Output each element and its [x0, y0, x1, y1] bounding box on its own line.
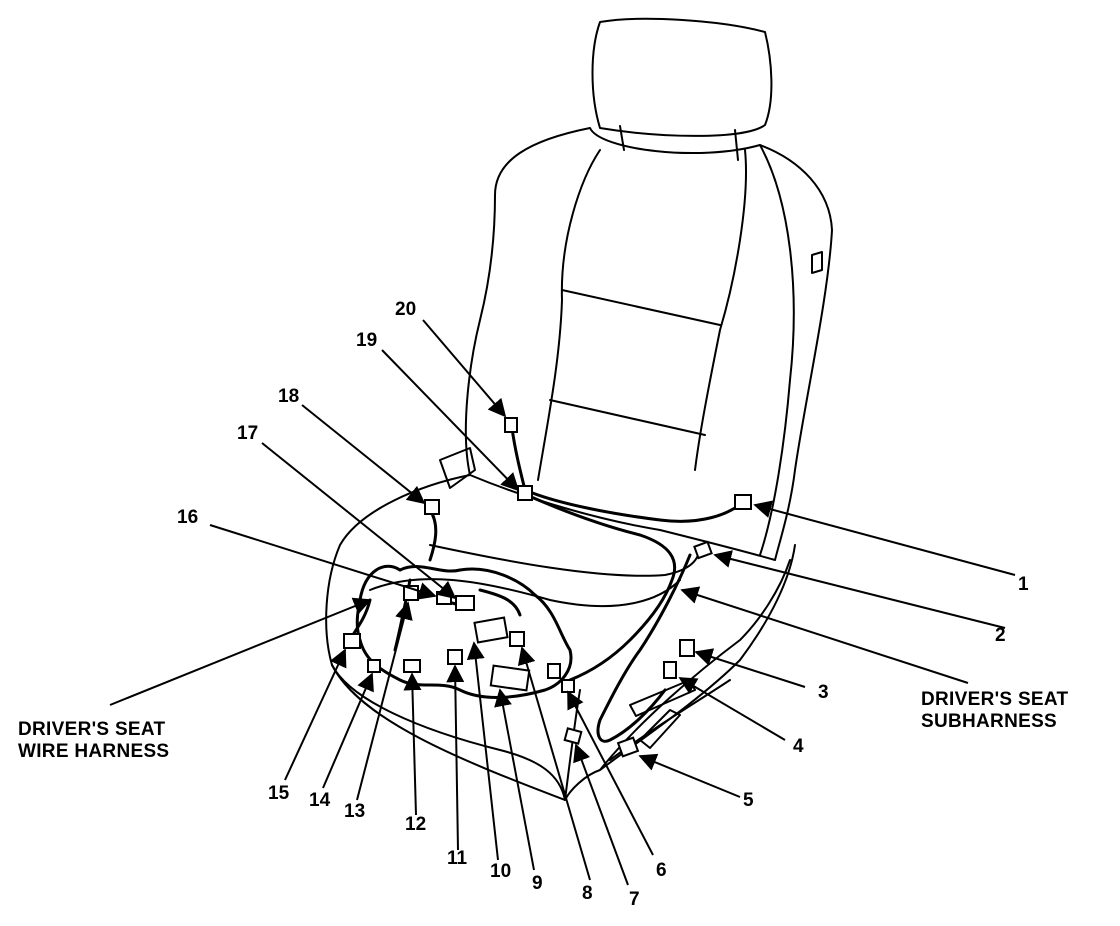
leader-wire-harness — [109, 597, 372, 706]
leader-15 — [284, 648, 347, 781]
leader-6 — [567, 690, 654, 856]
wire-side-lead — [596, 553, 692, 743]
leader-5 — [638, 753, 741, 798]
seat-back-outline — [464, 127, 833, 561]
seat-cushion-bolster — [369, 578, 681, 608]
seat-back-side — [759, 144, 795, 556]
connector-4 — [663, 661, 677, 679]
connector-3 — [679, 639, 695, 657]
connector-10b — [509, 631, 525, 647]
seat-cushion-top — [429, 544, 701, 577]
leader-11 — [446, 664, 465, 851]
seat-cushion-outline — [325, 474, 796, 801]
callout-12: 12 — [405, 814, 427, 835]
connector-18 — [424, 499, 440, 515]
leader-7 — [573, 743, 629, 886]
seat-side-lever — [639, 709, 681, 749]
headrest-post — [619, 125, 739, 161]
leader-14 — [322, 672, 374, 789]
leader-1 — [753, 500, 1016, 576]
connector-11 — [447, 649, 463, 665]
headrest — [591, 17, 773, 137]
subharness-label-line1: DRIVER'S SEAT — [921, 689, 1069, 710]
callout-14: 14 — [309, 790, 331, 811]
connector-8 — [547, 663, 561, 679]
wire-harness-label-line2: WIRE HARNESS — [18, 741, 170, 762]
connector-19 — [517, 485, 533, 501]
connector-5 — [616, 736, 640, 758]
connector-2 — [693, 540, 713, 560]
seat-back-panel — [537, 149, 747, 481]
leader-16 — [209, 524, 437, 600]
callout-13: 13 — [344, 801, 366, 822]
callout-5: 5 — [743, 790, 754, 811]
connector-1 — [734, 494, 752, 510]
leader-4 — [678, 677, 786, 741]
connector-7 — [563, 727, 583, 745]
connector-17 — [455, 595, 475, 611]
callout-15: 15 — [268, 783, 290, 804]
callout-3: 3 — [818, 682, 829, 703]
callout-10: 10 — [490, 861, 512, 882]
callout-16: 16 — [177, 507, 199, 528]
leader-10 — [466, 641, 499, 861]
wire-harness-main — [355, 564, 573, 699]
callout-9: 9 — [532, 873, 543, 894]
callout-8: 8 — [582, 883, 593, 904]
seat-back-seam-2 — [549, 399, 706, 436]
callout-18: 18 — [278, 386, 300, 407]
connector-14 — [367, 659, 381, 673]
callout-19: 19 — [356, 330, 378, 351]
subharness-label: DRIVER'S SEAT SUBHARNESS — [921, 689, 1068, 733]
leader-20 — [422, 319, 507, 418]
leader-9 — [494, 688, 535, 871]
leader-12 — [403, 672, 422, 816]
rear-bracket — [439, 447, 476, 489]
leader-19 — [381, 349, 520, 492]
subharness-label-line2: SUBHARNESS — [921, 711, 1058, 732]
callout-17: 17 — [237, 423, 259, 444]
leader-17 — [261, 442, 457, 600]
connector-12 — [403, 659, 421, 673]
leader-3 — [694, 648, 806, 688]
callout-2: 2 — [995, 625, 1006, 646]
callout-11: 11 — [447, 848, 468, 869]
leader-2 — [713, 550, 1006, 629]
callout-1: 1 — [1018, 574, 1029, 595]
wire-sub-harness — [518, 490, 677, 682]
seat-back-seam-1 — [561, 289, 721, 326]
callout-4: 4 — [793, 736, 804, 757]
wire-18-lead — [428, 508, 438, 562]
callout-20: 20 — [395, 299, 417, 320]
wire-back-lead — [510, 426, 747, 523]
callout-6: 6 — [656, 860, 667, 881]
leader-18 — [301, 404, 426, 505]
connector-15 — [343, 633, 361, 649]
connector-10 — [473, 616, 509, 644]
callout-7: 7 — [629, 889, 640, 910]
leader-8 — [517, 646, 591, 881]
connector-6 — [561, 679, 575, 693]
wire-harness-label-line1: DRIVER'S SEAT — [18, 719, 166, 740]
wire-harness-label: DRIVER'S SEAT WIRE HARNESS — [18, 719, 169, 763]
connector-9 — [489, 664, 531, 692]
leader-13 — [356, 601, 413, 801]
leader-subharness — [680, 586, 969, 684]
seat-side-switch — [629, 679, 696, 717]
seat-back-tag — [811, 251, 823, 274]
connector-20 — [504, 417, 518, 433]
